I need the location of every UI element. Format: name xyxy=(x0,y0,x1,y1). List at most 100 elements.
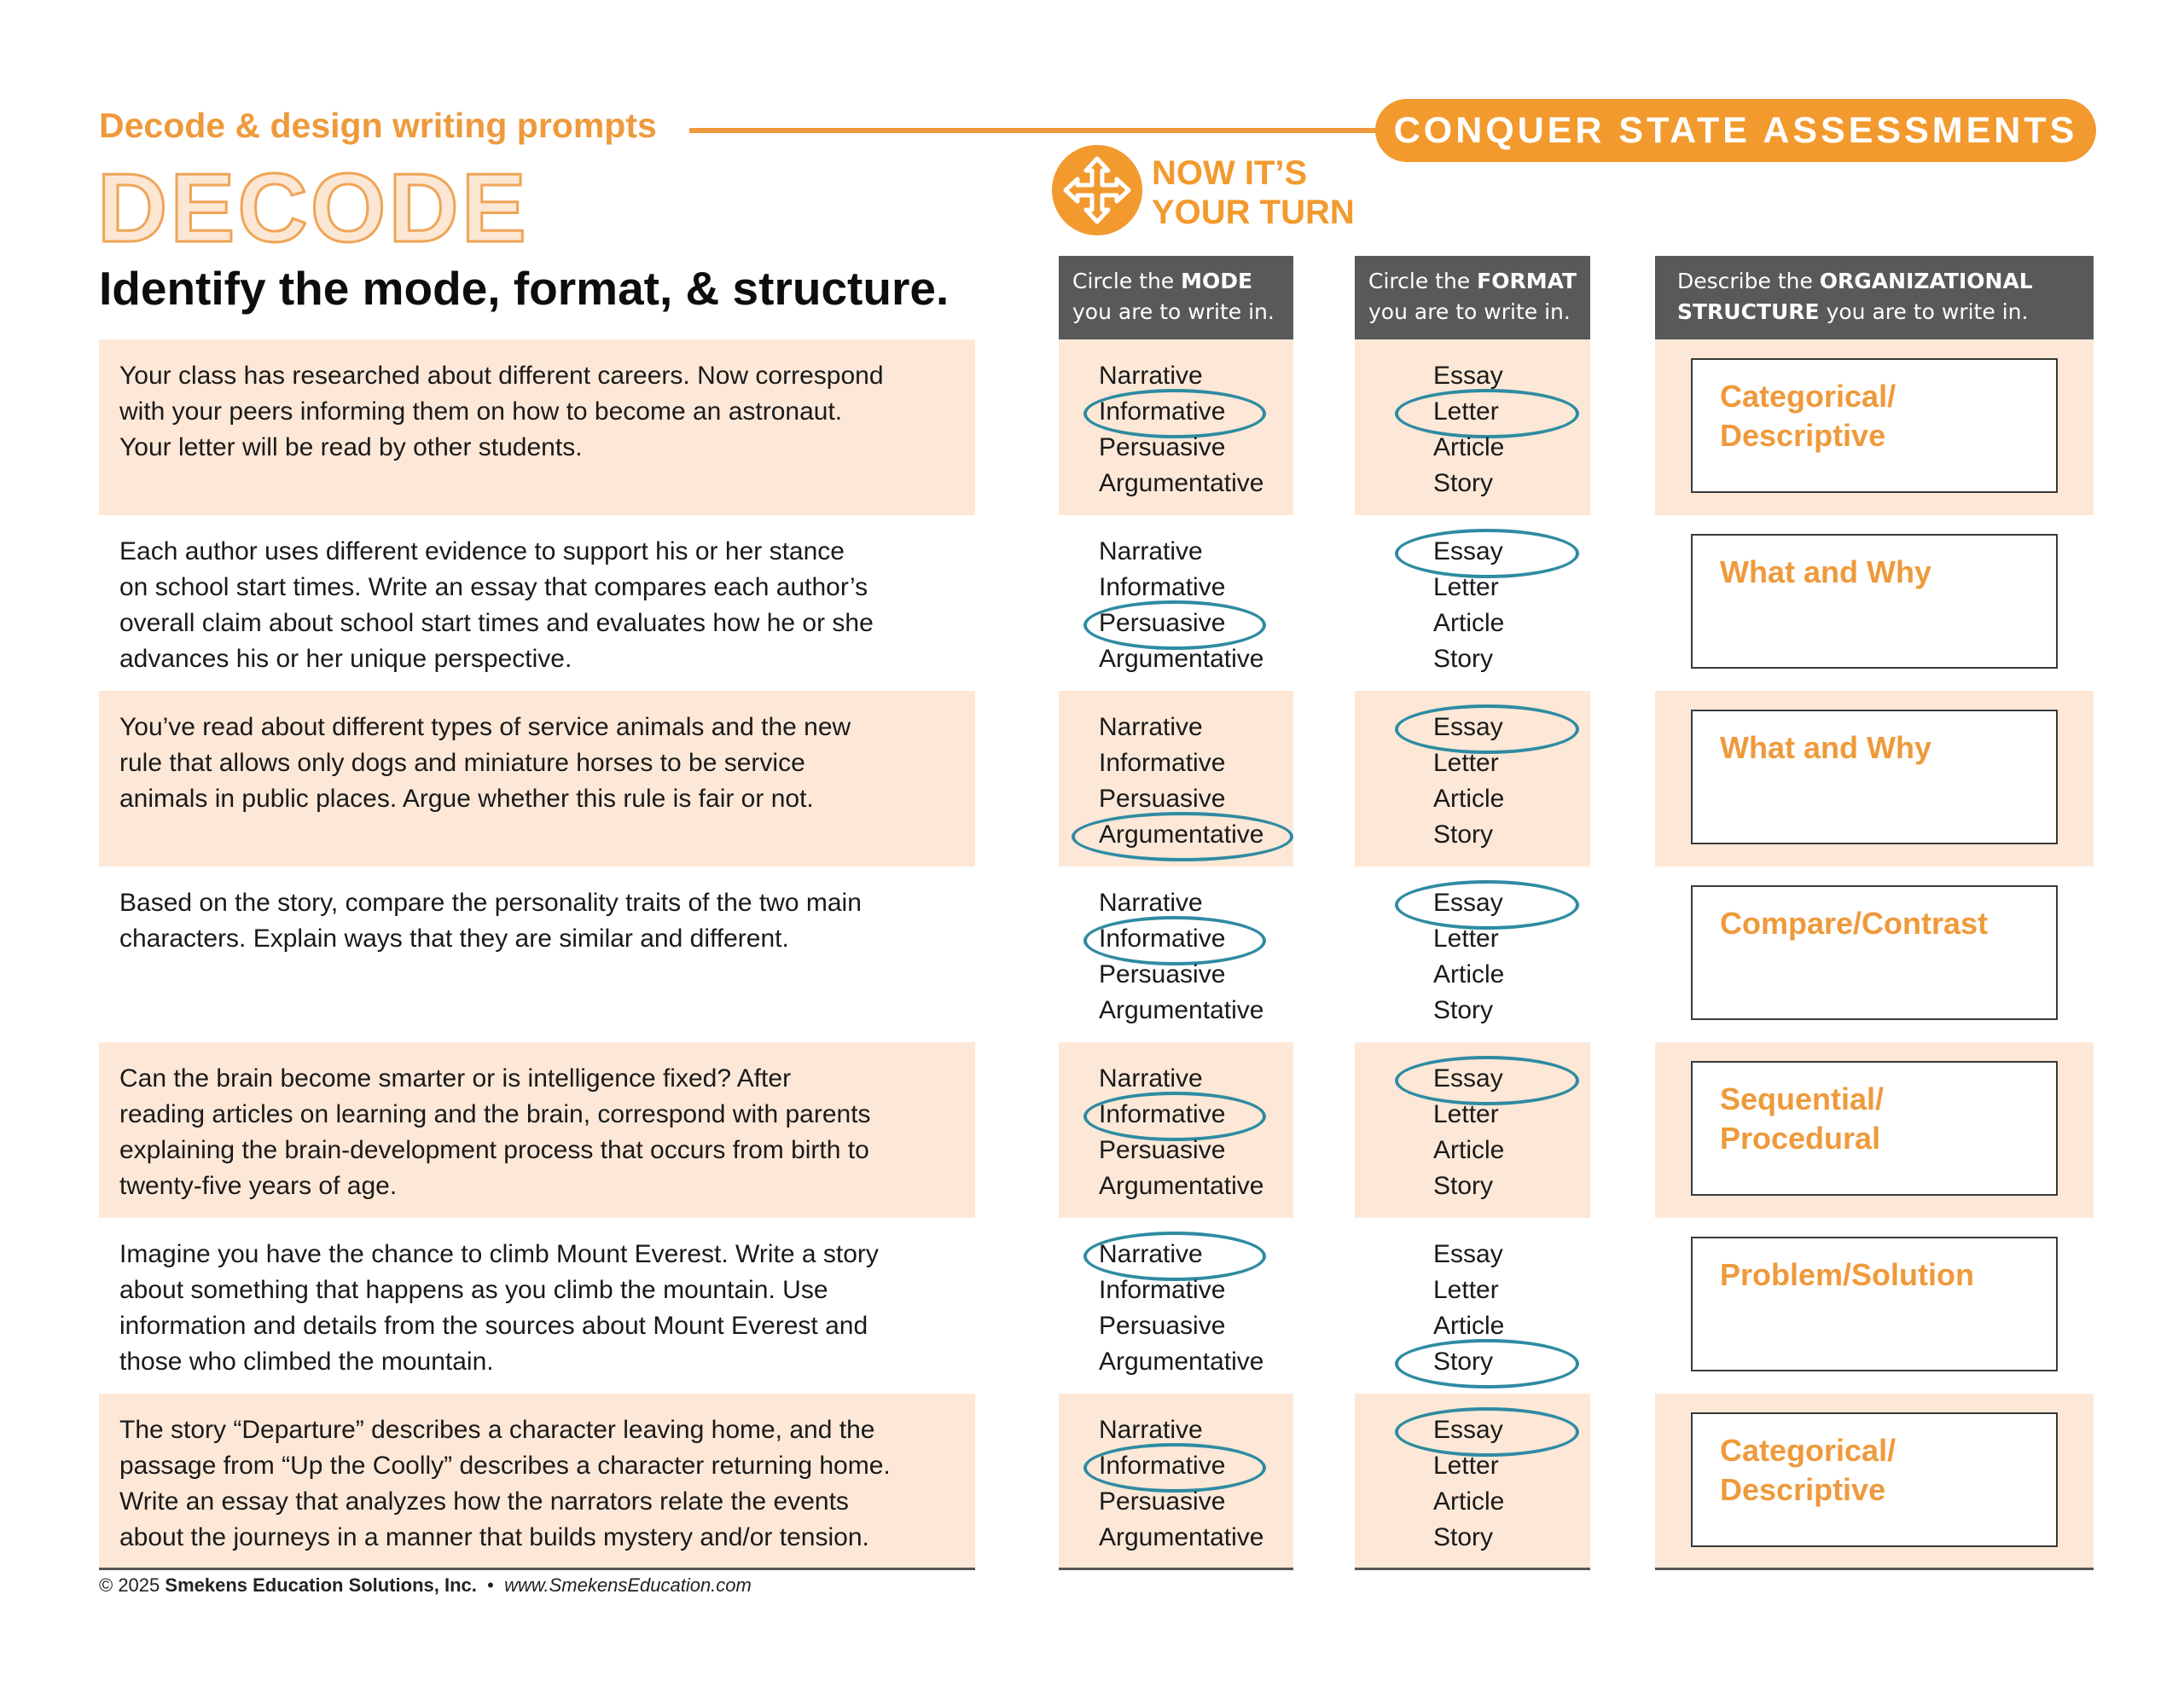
headline: Identify the mode, format, & structure. xyxy=(99,262,950,315)
mode-option[interactable]: Persuasive xyxy=(1099,1136,1226,1164)
mode-option[interactable]: Informative xyxy=(1099,1276,1226,1304)
structure-answer: What and Why xyxy=(1720,730,1931,765)
mode-option[interactable]: Argumentative xyxy=(1099,996,1264,1024)
footer-company: Smekens Education Solutions, Inc. xyxy=(165,1574,477,1596)
mode-option[interactable]: Persuasive xyxy=(1099,960,1226,988)
mode-option[interactable]: Argumentative xyxy=(1099,645,1264,673)
structure-answer: Categorical/ Descriptive xyxy=(1720,1433,1896,1507)
format-selection-circle xyxy=(1395,704,1579,754)
mode-option[interactable]: Narrative xyxy=(1099,362,1203,390)
format-option[interactable]: Letter xyxy=(1433,925,1499,953)
format-option[interactable]: Article xyxy=(1433,609,1505,637)
mode-option[interactable]: Argumentative xyxy=(1099,1523,1264,1551)
mode-selection-circle xyxy=(1083,1092,1266,1141)
prompt-cell-bg xyxy=(99,1394,975,1569)
format-option[interactable]: Article xyxy=(1433,1487,1505,1516)
writing-prompt: You’ve read about different types of ser… xyxy=(119,713,851,813)
format-option[interactable]: Story xyxy=(1433,645,1494,673)
mode-option[interactable]: Persuasive xyxy=(1099,1487,1226,1516)
format-option[interactable]: Letter xyxy=(1433,749,1499,777)
structure-answer: What and Why xyxy=(1720,554,1931,589)
writing-prompt: Your class has researched about differen… xyxy=(119,362,884,461)
mode-option[interactable]: Persuasive xyxy=(1099,785,1226,813)
format-header-bold: FORMAT xyxy=(1477,269,1577,293)
mode-option[interactable]: Argumentative xyxy=(1099,1348,1264,1376)
structure-header-line2: you are to write in. xyxy=(1819,299,2029,324)
now-your-turn-label: NOW IT’S YOUR TURN xyxy=(1152,154,1355,232)
prompt-cell-bg xyxy=(99,1042,975,1218)
rule-format-column xyxy=(1355,1568,1590,1570)
structure-answer: Sequential/ Procedural xyxy=(1720,1081,1885,1156)
mode-option[interactable]: Argumentative xyxy=(1099,1172,1264,1200)
format-option[interactable]: Article xyxy=(1433,960,1505,988)
format-header-pre: Circle the xyxy=(1368,269,1478,293)
writing-prompt: Each author uses different evidence to s… xyxy=(119,537,874,673)
footer-url: www.SmekensEducation.com xyxy=(504,1574,752,1596)
mode-header-pre: Circle the xyxy=(1072,269,1182,293)
format-option[interactable]: Letter xyxy=(1433,573,1499,601)
mode-option[interactable]: Persuasive xyxy=(1099,433,1226,461)
structure-header-pre: Describe the xyxy=(1677,269,1820,293)
mode-selection-circle xyxy=(1083,389,1266,438)
mode-header-bold: MODE xyxy=(1181,269,1253,293)
mode-selection-circle xyxy=(1072,812,1293,861)
mode-option[interactable]: Informative xyxy=(1099,573,1226,601)
structure-header-line2-bold: STRUCTURE xyxy=(1677,299,1820,324)
format-selection-circle xyxy=(1395,880,1579,930)
format-option[interactable]: Story xyxy=(1433,996,1494,1024)
mode-selection-circle xyxy=(1083,600,1266,650)
structure-answer-box[interactable]: What and Why xyxy=(1691,710,2058,844)
banner: CONQUER STATE ASSESSMENTS xyxy=(1375,99,2096,162)
writing-prompt: Based on the story, compare the personal… xyxy=(119,889,862,953)
structure-answer-box[interactable]: Sequential/ Procedural xyxy=(1691,1061,2058,1196)
format-option[interactable]: Article xyxy=(1433,1136,1505,1164)
structure-column-header: Describe the ORGANIZATIONAL STRUCTURE yo… xyxy=(1655,256,2094,339)
page-title: DECODE xyxy=(96,154,529,263)
mode-column-header: Circle the MODE you are to write in. xyxy=(1059,256,1293,339)
format-option[interactable]: Story xyxy=(1433,469,1494,497)
structure-answer-box[interactable]: Compare/Contrast xyxy=(1691,885,2058,1020)
format-option[interactable]: Article xyxy=(1433,785,1505,813)
mode-option[interactable]: Narrative xyxy=(1099,537,1203,565)
format-selection-circle xyxy=(1395,1339,1579,1388)
footer-separator: • xyxy=(476,1574,505,1596)
format-header-line2: you are to write in. xyxy=(1368,299,1571,324)
mode-selection-circle xyxy=(1083,916,1266,965)
structure-answer: Categorical/ Descriptive xyxy=(1720,379,1896,453)
format-selection-circle xyxy=(1395,529,1579,578)
now-line-1: NOW IT’S xyxy=(1152,154,1308,192)
mode-option[interactable]: Informative xyxy=(1099,749,1226,777)
footer-copyright: © 2025 xyxy=(99,1574,166,1596)
format-option[interactable]: Article xyxy=(1433,433,1505,461)
mode-option[interactable]: Narrative xyxy=(1099,889,1203,917)
format-option[interactable]: Essay xyxy=(1433,1240,1503,1268)
mode-option[interactable]: Narrative xyxy=(1099,1064,1203,1093)
format-option[interactable]: Letter xyxy=(1433,1452,1499,1480)
mode-option[interactable]: Narrative xyxy=(1099,713,1203,741)
format-selection-circle xyxy=(1395,1407,1579,1457)
structure-answer-box[interactable]: Categorical/ Descriptive xyxy=(1691,1412,2058,1547)
structure-answer-box[interactable]: What and Why xyxy=(1691,534,2058,669)
writing-prompt: The story “Departure” describes a charac… xyxy=(119,1416,891,1551)
format-option[interactable]: Story xyxy=(1433,1172,1494,1200)
structure-answer-box[interactable]: Problem/Solution xyxy=(1691,1237,2058,1371)
format-option[interactable]: Story xyxy=(1433,820,1494,849)
writing-prompt: Imagine you have the chance to climb Mou… xyxy=(119,1240,879,1376)
mode-option[interactable]: Persuasive xyxy=(1099,1312,1226,1340)
rule-prompt-column xyxy=(99,1568,975,1570)
format-option[interactable]: Article xyxy=(1433,1312,1505,1340)
mode-option[interactable]: Narrative xyxy=(1099,1416,1203,1444)
format-column-header: Circle the FORMAT you are to write in. xyxy=(1355,256,1590,339)
format-selection-circle xyxy=(1395,389,1579,438)
move-arrows-icon xyxy=(1052,145,1142,235)
format-option[interactable]: Story xyxy=(1433,1523,1494,1551)
format-option[interactable]: Letter xyxy=(1433,1100,1499,1128)
mode-header-line2: you are to write in. xyxy=(1072,299,1275,324)
prompt-cell-bg xyxy=(99,339,975,515)
format-option[interactable]: Letter xyxy=(1433,1276,1499,1304)
page-subtitle: Decode & design writing prompts xyxy=(99,106,657,145)
structure-answer-box[interactable]: Categorical/ Descriptive xyxy=(1691,358,2058,493)
now-line-2: YOUR TURN xyxy=(1152,194,1355,231)
format-option[interactable]: Essay xyxy=(1433,362,1503,390)
mode-option[interactable]: Argumentative xyxy=(1099,469,1264,497)
